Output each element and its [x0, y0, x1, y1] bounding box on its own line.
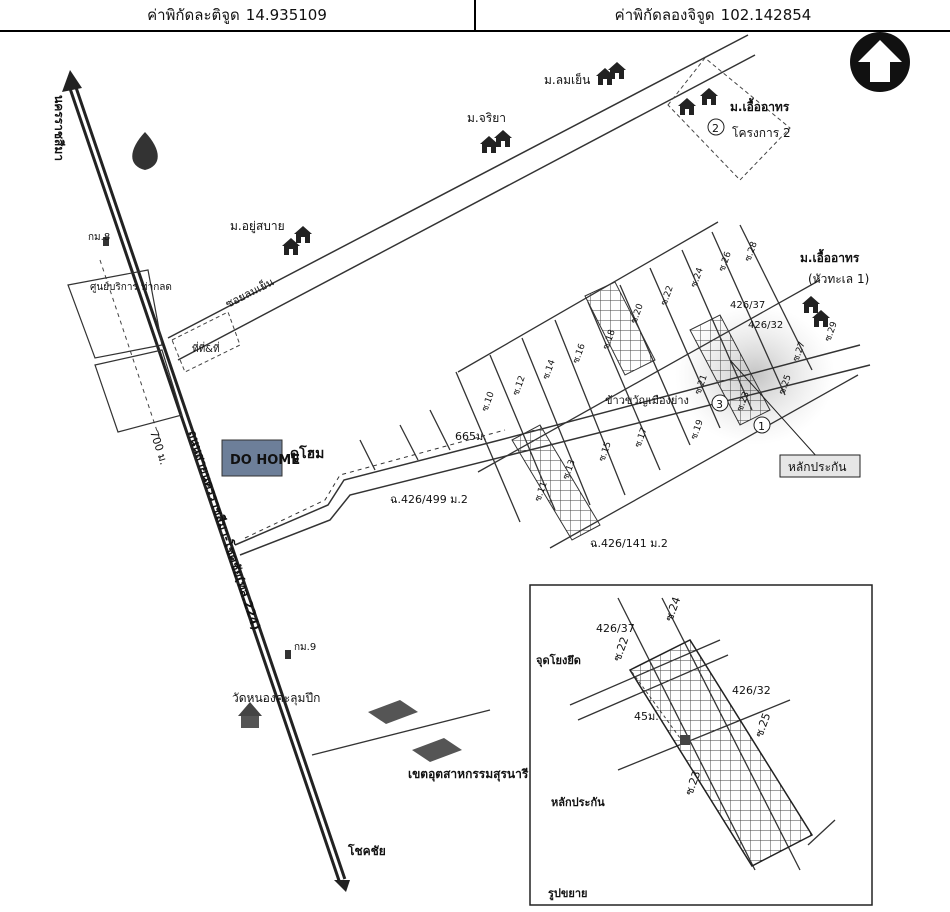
svg-text:3: 3: [716, 398, 723, 411]
svg-text:ซ.10: ซ.10: [480, 390, 496, 413]
inset-collateral-marker: [680, 735, 690, 745]
collateral-leader: [729, 359, 819, 459]
collateral-callout: หลักประกัน: [788, 460, 847, 474]
latitude-value: 14.935109: [245, 6, 327, 24]
collateral-callout-box: [779, 454, 861, 478]
svg-text:ซ.12: ซ.12: [511, 374, 527, 397]
svg-text:ม.เอื้ออาทร: ม.เอื้ออาทร: [730, 97, 790, 114]
svg-text:ศูนย์บริการ ท่ากลด: ศูนย์บริการ ท่ากลด: [90, 281, 172, 293]
inset-distance-line: [631, 671, 681, 739]
location-map: กม.8 กม.9 DO HOME ดูโฮม 2 3 1 หลักประกัน…: [52, 32, 910, 906]
longitude-value: 102.142854: [720, 6, 812, 24]
svg-text:426/32: 426/32: [732, 684, 771, 697]
longitude-label: ค่าพิกัดลองจิจูด: [614, 6, 715, 24]
svg-text:ม.จริยา: ม.จริยา: [467, 111, 506, 125]
latitude-label: ค่าพิกัดละติจูด: [147, 6, 240, 24]
circle-marker-2: 2: [707, 118, 725, 136]
circle-marker-3: 3: [711, 394, 729, 412]
svg-text:2: 2: [712, 122, 719, 135]
svg-text:กม.8: กม.8: [88, 232, 110, 243]
thithi-plot: [171, 311, 241, 373]
svg-text:ซ.19: ซ.19: [689, 418, 705, 441]
svg-text:ซ.14: ซ.14: [541, 358, 557, 381]
circle-marker-1: 1: [753, 416, 771, 434]
access-road: [234, 344, 871, 556]
svg-text:45ม.: 45ม.: [634, 710, 659, 723]
latitude-cell: ค่าพิกัดละติจูด 14.935109: [0, 0, 474, 30]
roadside-plots: [67, 269, 183, 433]
hatched-parcels: [511, 281, 771, 541]
svg-text:เขตอุตสาหกรรมสุรนารี: เขตอุตสาหกรรมสุรนารี: [408, 767, 529, 782]
svg-text:426/37: 426/37: [596, 622, 635, 635]
svg-text:โครงการ 2: โครงการ 2: [732, 126, 791, 140]
svg-text:ม.เอื้ออาทร: ม.เอื้ออาทร: [800, 248, 860, 265]
svg-text:426/37: 426/37: [730, 300, 765, 311]
svg-text:ซ.26: ซ.26: [717, 250, 733, 273]
svg-text:ที่ที่&ที่: ที่ที่&ที่: [192, 341, 220, 355]
north-arrow-icon: [850, 32, 910, 92]
subdivision-lanes: [359, 221, 859, 549]
svg-text:(หัวทะเล 1): (หัวทะเล 1): [808, 272, 869, 286]
longitude-cell: ค่าพิกัดลองจิจูด 102.142854: [474, 0, 950, 30]
bua-logo-icon: [132, 132, 158, 170]
svg-text:DO HOME: DO HOME: [230, 453, 300, 468]
km9-marker: กม.9: [285, 642, 316, 659]
project2-area: [667, 57, 791, 181]
svg-text:ซ.24: ซ.24: [689, 266, 705, 289]
svg-text:ม.ลมเย็น: ม.ลมเย็น: [544, 72, 590, 87]
svg-text:ฉ.426/141 ม.2: ฉ.426/141 ม.2: [590, 537, 668, 550]
dohome-logo: DO HOME ดูโฮม: [221, 439, 324, 477]
svg-text:วัดหนองคะลุมปึก: วัดหนองคะลุมปึก: [232, 691, 320, 706]
svg-text:กม.9: กม.9: [294, 642, 316, 653]
coordinate-bar: ค่าพิกัดละติจูด 14.935109 ค่าพิกัดลองจิจ…: [0, 0, 950, 32]
main-highway: [62, 70, 350, 892]
svg-text:ซ.20: ซ.20: [629, 302, 645, 325]
svg-text:ซ.17: ซ.17: [633, 426, 649, 449]
svg-text:ซ.22: ซ.22: [659, 284, 675, 307]
svg-text:จุดโยงยึด: จุดโยงยึด: [536, 653, 581, 668]
svg-text:1: 1: [758, 420, 765, 433]
svg-text:ดูโฮม: ดูโฮม: [290, 444, 324, 462]
factory-icon: [368, 700, 462, 762]
svg-text:หลักประกัน: หลักประกัน: [551, 796, 605, 809]
svg-text:700 ม.: 700 ม.: [147, 429, 170, 467]
svg-text:รูปขยาย: รูปขยาย: [548, 887, 587, 901]
svg-text:ม.อยู่สบาย: ม.อยู่สบาย: [230, 219, 285, 234]
inset-plot-grid: [628, 639, 814, 867]
inset-enlargement: รูปขยาย 426/37 426/32 จุดโยงยึด 45ม. หลั…: [529, 584, 873, 906]
svg-text:นครราชสีมา: นครราชสีมา: [52, 95, 66, 161]
svg-text:ซ.16: ซ.16: [571, 342, 587, 365]
svg-text:426/32: 426/32: [748, 320, 783, 331]
temple-icon: [238, 702, 262, 728]
svg-text:ฉ.426/499 ม.2: ฉ.426/499 ม.2: [390, 493, 468, 506]
svg-text:665ม.: 665ม.: [455, 430, 487, 443]
svg-text:ซอยลมเย็น: ซอยลมเย็น: [223, 274, 276, 310]
svg-text:ข้าวขวัญเมืองย่าง: ข้าวขวัญเมืองย่าง: [605, 394, 689, 407]
km8-marker: กม.8: [88, 232, 110, 246]
svg-text:โชคชัย: โชคชัย: [347, 843, 386, 858]
soi-lomyen-road: [167, 34, 756, 361]
industrial-road: [311, 709, 491, 756]
